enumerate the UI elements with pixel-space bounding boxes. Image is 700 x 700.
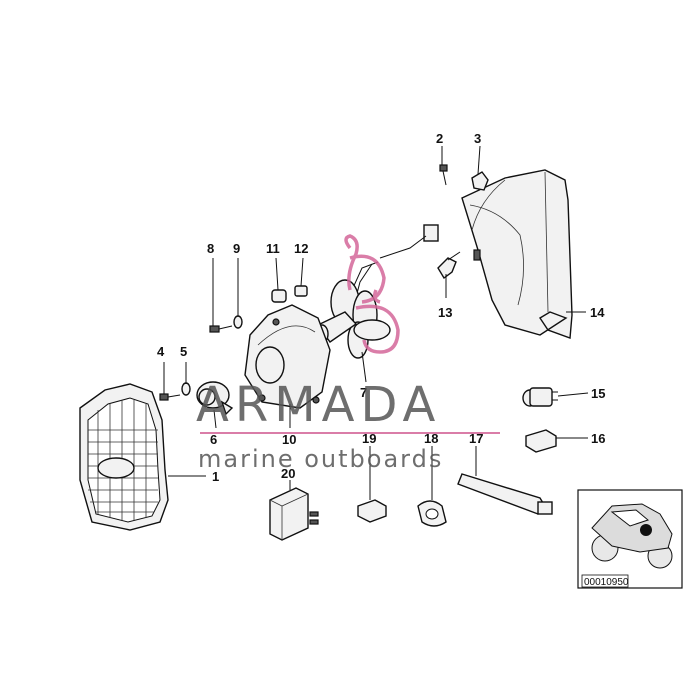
- clip-part-16: [525, 429, 557, 453]
- callout-16: 16: [591, 431, 605, 446]
- callout-11: 11: [266, 241, 280, 256]
- callout-2: 2: [436, 131, 443, 146]
- callout-19: 19: [362, 431, 376, 446]
- screw-part-2: [439, 164, 448, 186]
- callout-14: 14: [590, 305, 605, 320]
- callout-8: 8: [207, 241, 214, 256]
- cable-connector: [347, 224, 439, 313]
- armada-logo-icon: [344, 234, 400, 354]
- bushing-part-12: [294, 285, 308, 297]
- callout-5: 5: [180, 344, 187, 359]
- screw-part-8: [209, 325, 233, 333]
- callout-10: 10: [282, 432, 296, 447]
- temp-switch-part-15: [522, 387, 558, 407]
- leader-lines: [163, 145, 589, 500]
- relay-part-20: [269, 487, 319, 541]
- callout-13: 13: [438, 305, 452, 320]
- cable-holder-part-18: [417, 500, 447, 527]
- bracket-part-13: [437, 251, 461, 280]
- callout-15: 15: [591, 386, 605, 401]
- callout-1: 1: [212, 469, 219, 484]
- callout-18: 18: [424, 431, 438, 446]
- screw-part-4: [159, 393, 181, 401]
- fan-housing-part-10: [244, 304, 331, 409]
- clip-nut-part-3: [471, 171, 489, 191]
- washer-part-9: [233, 315, 243, 329]
- fan-shroud-part: [461, 169, 573, 339]
- watermark-brand: ARMADA: [196, 377, 441, 433]
- callout-20: 20: [281, 466, 295, 481]
- armada-watermark: ARMADA marine outboards: [196, 234, 500, 473]
- callout-17: 17: [469, 431, 483, 446]
- callout-9: 9: [233, 241, 240, 256]
- watermark-tagline: marine outboards: [198, 445, 443, 473]
- motorcycle-thumbnail-icon: [591, 503, 673, 569]
- grille-cover-part-1: [79, 383, 169, 531]
- grommet-part-11: [271, 289, 287, 303]
- callout-4: 4: [157, 344, 165, 359]
- reference-code: 00010950: [584, 577, 629, 588]
- callout-7: 7: [360, 385, 367, 400]
- callout-3: 3: [474, 131, 481, 146]
- cable-tie-part-17: [457, 473, 553, 515]
- washer-part-5: [181, 382, 191, 396]
- callout-6: 6: [210, 432, 217, 447]
- clip-part-19: [357, 499, 387, 523]
- reference-box: 00010950: [577, 489, 683, 589]
- sensor-part-6: [196, 381, 234, 416]
- callout-12: 12: [294, 241, 308, 256]
